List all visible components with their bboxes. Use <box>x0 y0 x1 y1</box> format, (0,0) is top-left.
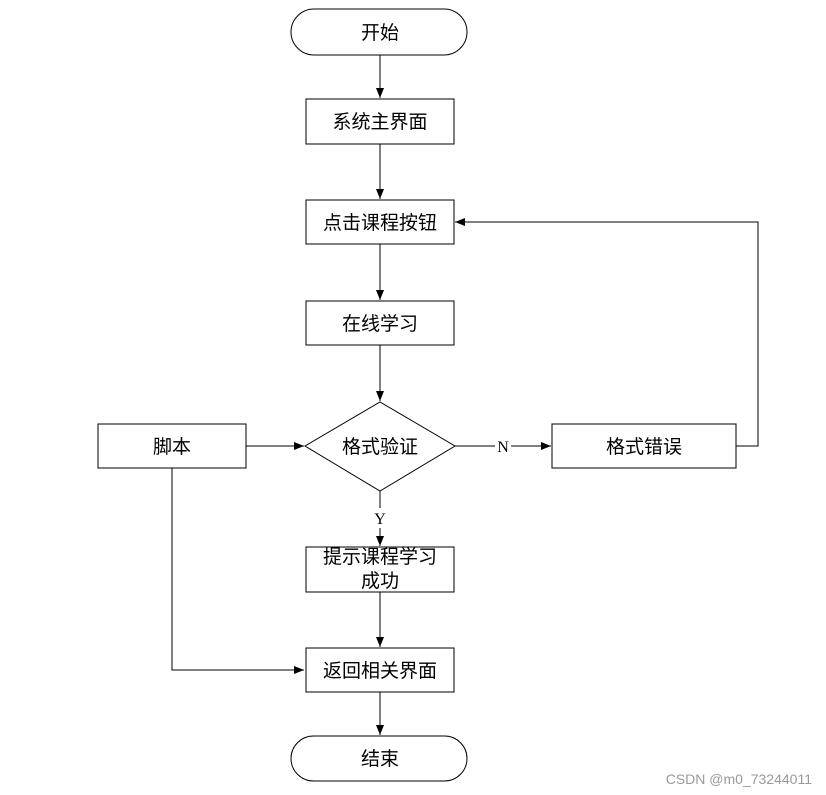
start-node <box>290 8 468 56</box>
online-study-node <box>305 300 455 346</box>
click-course-label: 点击课程按钮 <box>323 212 437 234</box>
return-ui-node <box>305 647 455 693</box>
start-label: 开始 <box>361 22 399 44</box>
end-node <box>290 735 468 782</box>
format-check-label: 格式验证 <box>342 436 418 458</box>
online-study-label: 在线学习 <box>342 313 418 335</box>
script-label: 脚本 <box>153 436 191 458</box>
format-error-label: 格式错误 <box>606 436 682 458</box>
edge-error-click <box>455 218 759 447</box>
watermark: CSDN @m0_73244011 <box>665 771 812 787</box>
format-check-node <box>304 401 456 492</box>
end-label: 结束 <box>361 748 399 770</box>
format-error-node <box>551 423 737 469</box>
edge-label-yes: Y <box>374 511 386 528</box>
success-node <box>305 546 455 593</box>
success-label-line2: 成功 <box>361 570 399 592</box>
click-course-node <box>305 199 455 245</box>
main-ui-label: 系统主界面 <box>332 111 427 133</box>
main-ui-node <box>305 98 455 145</box>
edge-script-return <box>171 468 304 674</box>
return-ui-label: 返回相关界面 <box>323 660 437 682</box>
edge-label-bg-y <box>372 508 388 528</box>
script-node <box>97 423 247 469</box>
edge-label-no: N <box>497 439 509 456</box>
edge-label-bg-n <box>495 436 511 456</box>
success-label-line1: 提示课程学习 <box>323 546 437 568</box>
